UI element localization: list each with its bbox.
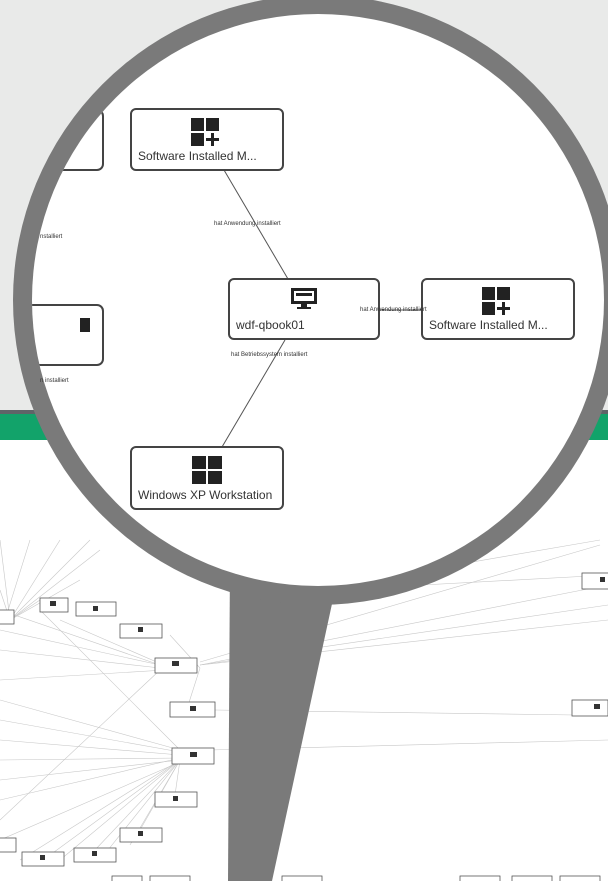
edge-label-app-top: hat Anwendung installiert [214, 221, 281, 227]
mini-node [0, 837, 17, 853]
mini-node [511, 875, 553, 881]
mini-node [0, 609, 15, 625]
edge-label-left-top: nstalliert [40, 234, 63, 240]
mini-node [111, 875, 143, 881]
windows-icon [192, 456, 222, 484]
node-host[interactable]: wdf-qbook01 [228, 278, 380, 340]
monitor-icon [291, 288, 317, 309]
mini-node [281, 875, 323, 881]
node-label: Software Installed M... [138, 149, 257, 163]
graph-canvas[interactable] [0, 440, 608, 881]
node-label: Windows XP Workstation [138, 488, 273, 502]
edge-label-app-right: hat Anwendung installiert [360, 307, 427, 313]
mini-node [459, 875, 501, 881]
mini-node [149, 875, 191, 881]
graph-overview [0, 539, 608, 881]
node-software-right[interactable]: Software Installed M... [421, 278, 575, 340]
software-icon [482, 287, 510, 315]
edge-label-left-bottom: n installiert [40, 378, 69, 384]
node-label: Software Installed M... [429, 318, 548, 332]
node-software-top[interactable]: Software Installed M... [130, 108, 284, 171]
node-windows-xp[interactable]: Windows XP Workstation [130, 446, 284, 510]
mini-node [559, 875, 601, 881]
node-label: wdf-qbook01 [236, 318, 305, 332]
edge-label-os: hat Betriebssystem installiert [231, 352, 308, 358]
software-icon [191, 118, 219, 146]
